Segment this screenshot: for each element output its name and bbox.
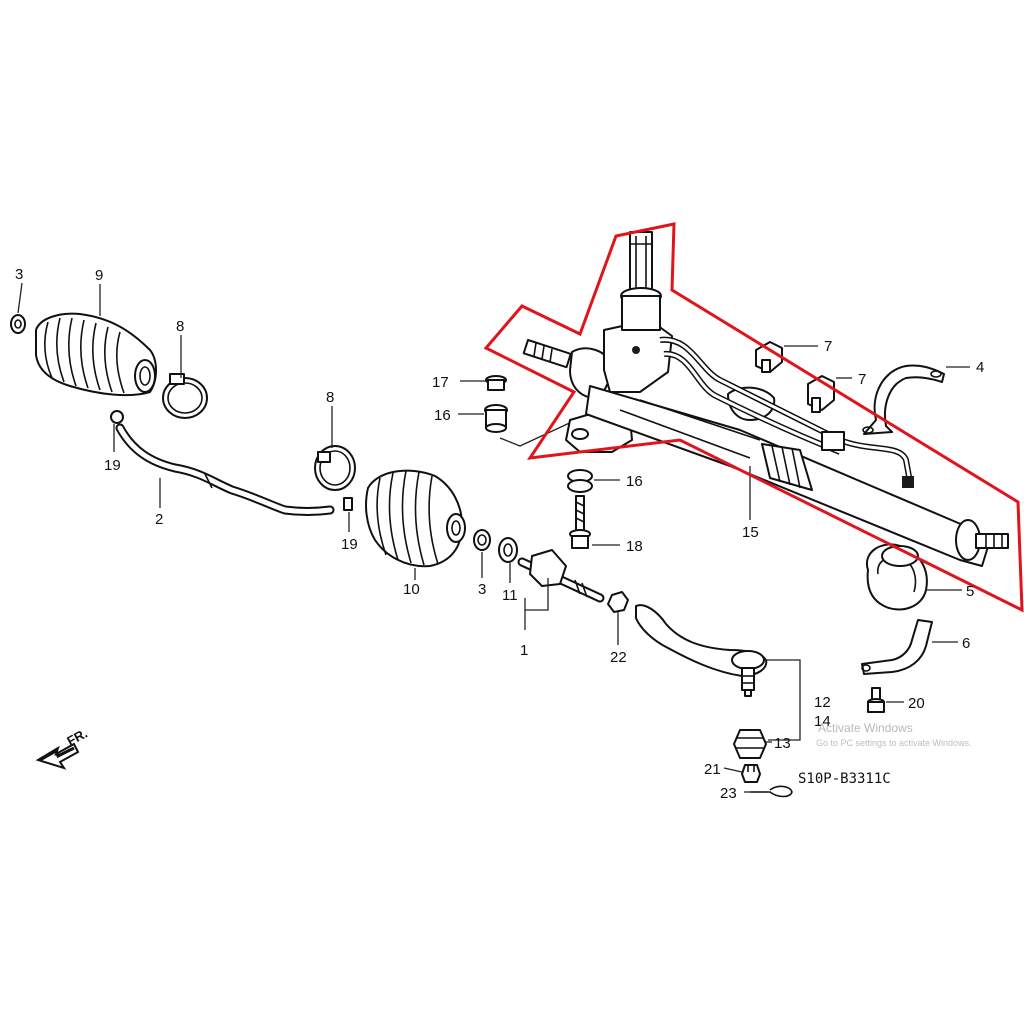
label-part-12: 12 [814, 694, 831, 711]
part-21-castle-nut [741, 764, 761, 783]
part-20-bolt [867, 687, 885, 713]
label-part-10: 10 [403, 581, 420, 598]
part-8-band-clamp-left [162, 373, 208, 419]
highlight-outline [483, 222, 1024, 613]
part-1-tie-rod [517, 549, 605, 603]
part-5-mount-bushing [865, 543, 928, 611]
part-19-hose-clip-middle [343, 497, 353, 511]
label-part-18: 18 [626, 538, 643, 555]
label-part-23: 23 [720, 785, 737, 802]
part-6-mount-bracket-lower [861, 619, 933, 675]
part-10-rack-boot [365, 469, 466, 568]
label-part-17: 17 [432, 374, 449, 391]
label-part-22: 22 [610, 649, 627, 666]
label-part-3-left: 3 [15, 266, 23, 283]
part-16-bushing-lower [567, 469, 593, 493]
front-arrow-icon [35, 742, 80, 770]
part-2-breather-tube [115, 423, 335, 516]
label-part-3-middle: 3 [478, 581, 486, 598]
part-3-nut-left [10, 314, 26, 334]
watermark-subtitle: Go to PC settings to activate Windows. [816, 738, 972, 748]
label-part-11: 11 [502, 587, 518, 604]
label-part-4: 4 [976, 359, 984, 376]
label-part-1: 1 [520, 642, 528, 659]
label-part-9: 9 [95, 267, 103, 284]
label-part-7-lower: 7 [858, 371, 866, 388]
label-part-6: 6 [962, 635, 970, 652]
label-part-14: 14 [814, 713, 831, 730]
label-part-8-middle: 8 [326, 389, 334, 406]
label-part-13: 13 [774, 735, 791, 752]
label-part-21: 21 [704, 761, 721, 778]
part-19-hose-clip-left [110, 410, 124, 424]
part-4-mount-bracket [862, 364, 945, 435]
part-18-flange-bolt [569, 495, 591, 549]
label-part-8-left: 8 [176, 318, 184, 335]
label-part-19-left: 19 [104, 457, 121, 474]
part-8-band-clamp-middle [314, 445, 356, 491]
label-part-16-upper: 16 [434, 407, 451, 424]
part-15-steering-gear-box [522, 231, 1009, 567]
label-part-15: 15 [742, 524, 759, 541]
part-7-pipe-clamp-upper [755, 341, 783, 373]
part-11-lock-washer [498, 537, 518, 563]
part-17-collar [485, 375, 507, 391]
watermark-title: Activate Windows [818, 721, 913, 735]
part-16-bushing-upper [484, 404, 508, 433]
part-9-rack-boot [35, 312, 157, 397]
label-part-20: 20 [908, 695, 925, 712]
diagram-code: S10P-B3311C [798, 771, 891, 787]
part-22-lock-nut [607, 591, 629, 613]
label-part-16-lower: 16 [626, 473, 643, 490]
part-13-boot [733, 729, 767, 759]
label-part-19-middle: 19 [341, 536, 358, 553]
part-12-14-tie-rod-end [635, 604, 768, 697]
part-23-cotter-pin [750, 785, 793, 798]
label-part-7-upper: 7 [824, 338, 832, 355]
label-part-5: 5 [966, 583, 974, 600]
label-part-2: 2 [155, 511, 163, 528]
part-3-nut-middle [473, 529, 491, 551]
front-marker-label: FR. [64, 726, 90, 749]
